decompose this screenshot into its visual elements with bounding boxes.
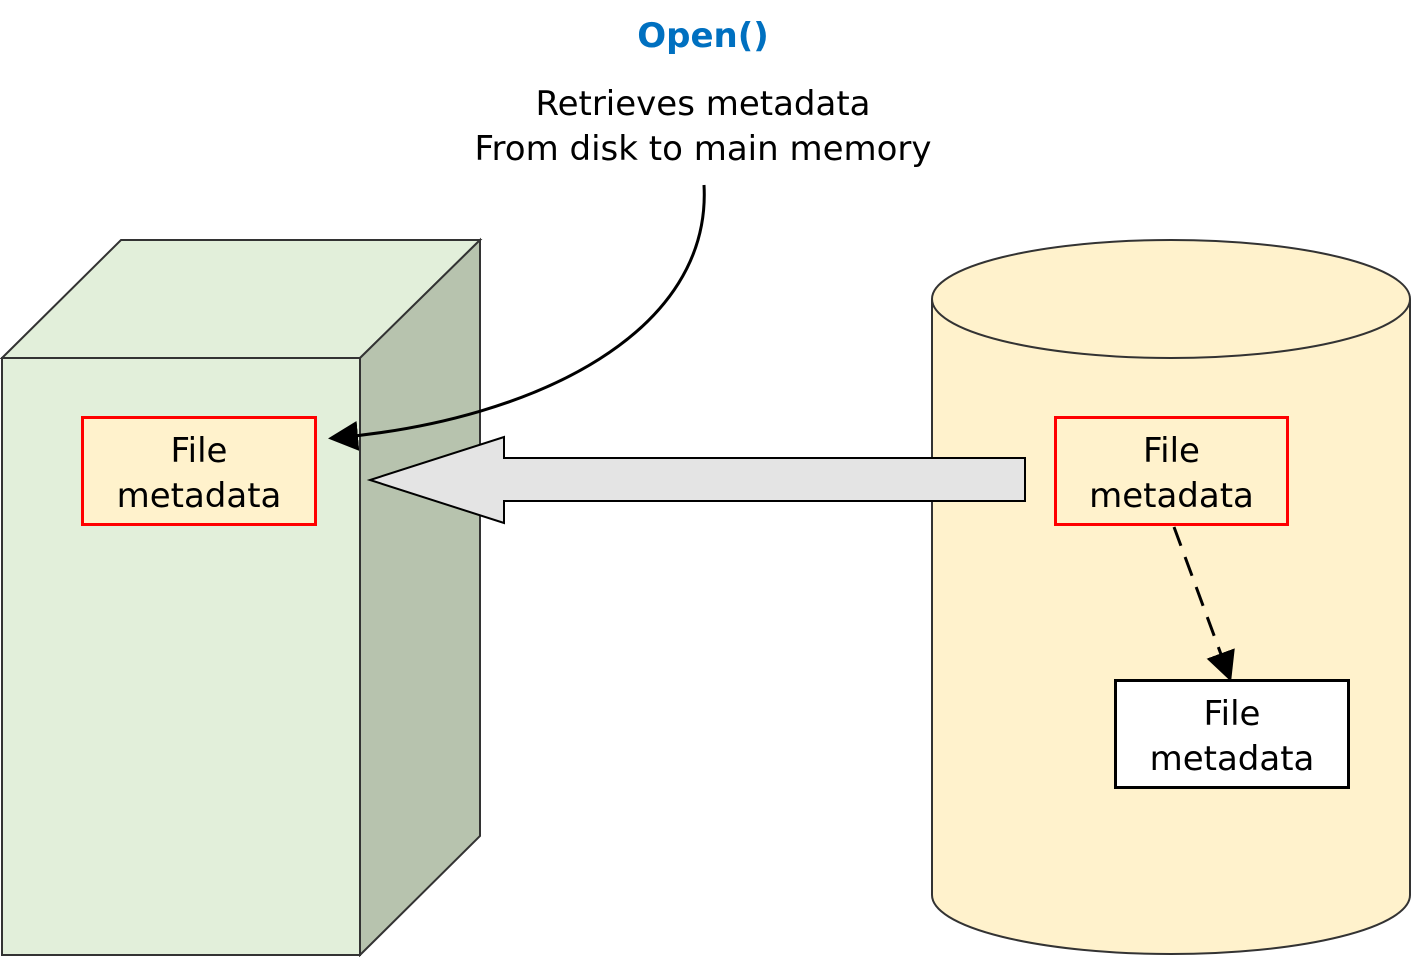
disk-top <box>931 239 1411 359</box>
open-caption: Retrieves metadata From disk to main mem… <box>400 82 1006 172</box>
transfer-arrow <box>366 435 1026 525</box>
disk-file-metadata-box: File metadata <box>1054 416 1289 526</box>
memory-metadata-line-2: metadata <box>116 476 282 516</box>
stored-metadata-line-1: File <box>1203 694 1261 734</box>
memory-side-face <box>359 237 481 957</box>
caption-line-1: Retrieves metadata <box>535 84 871 124</box>
callout-arrow <box>328 184 706 451</box>
stored-metadata-line-2: metadata <box>1149 739 1315 779</box>
disk-body <box>931 299 1411 955</box>
disk-stored-metadata-box: File metadata <box>1114 679 1350 789</box>
dashed-link-arrow <box>1172 526 1235 682</box>
disk-metadata-line-2: metadata <box>1089 476 1254 516</box>
main-memory-block <box>0 237 483 957</box>
disk-metadata-line-1: File <box>1143 431 1200 471</box>
memory-metadata-line-1: File <box>170 431 228 471</box>
memory-file-metadata-box: File metadata <box>81 416 317 526</box>
disk-cylinder <box>931 239 1411 955</box>
caption-line-2: From disk to main memory <box>474 129 932 169</box>
diagram-title: Open() <box>637 16 769 56</box>
